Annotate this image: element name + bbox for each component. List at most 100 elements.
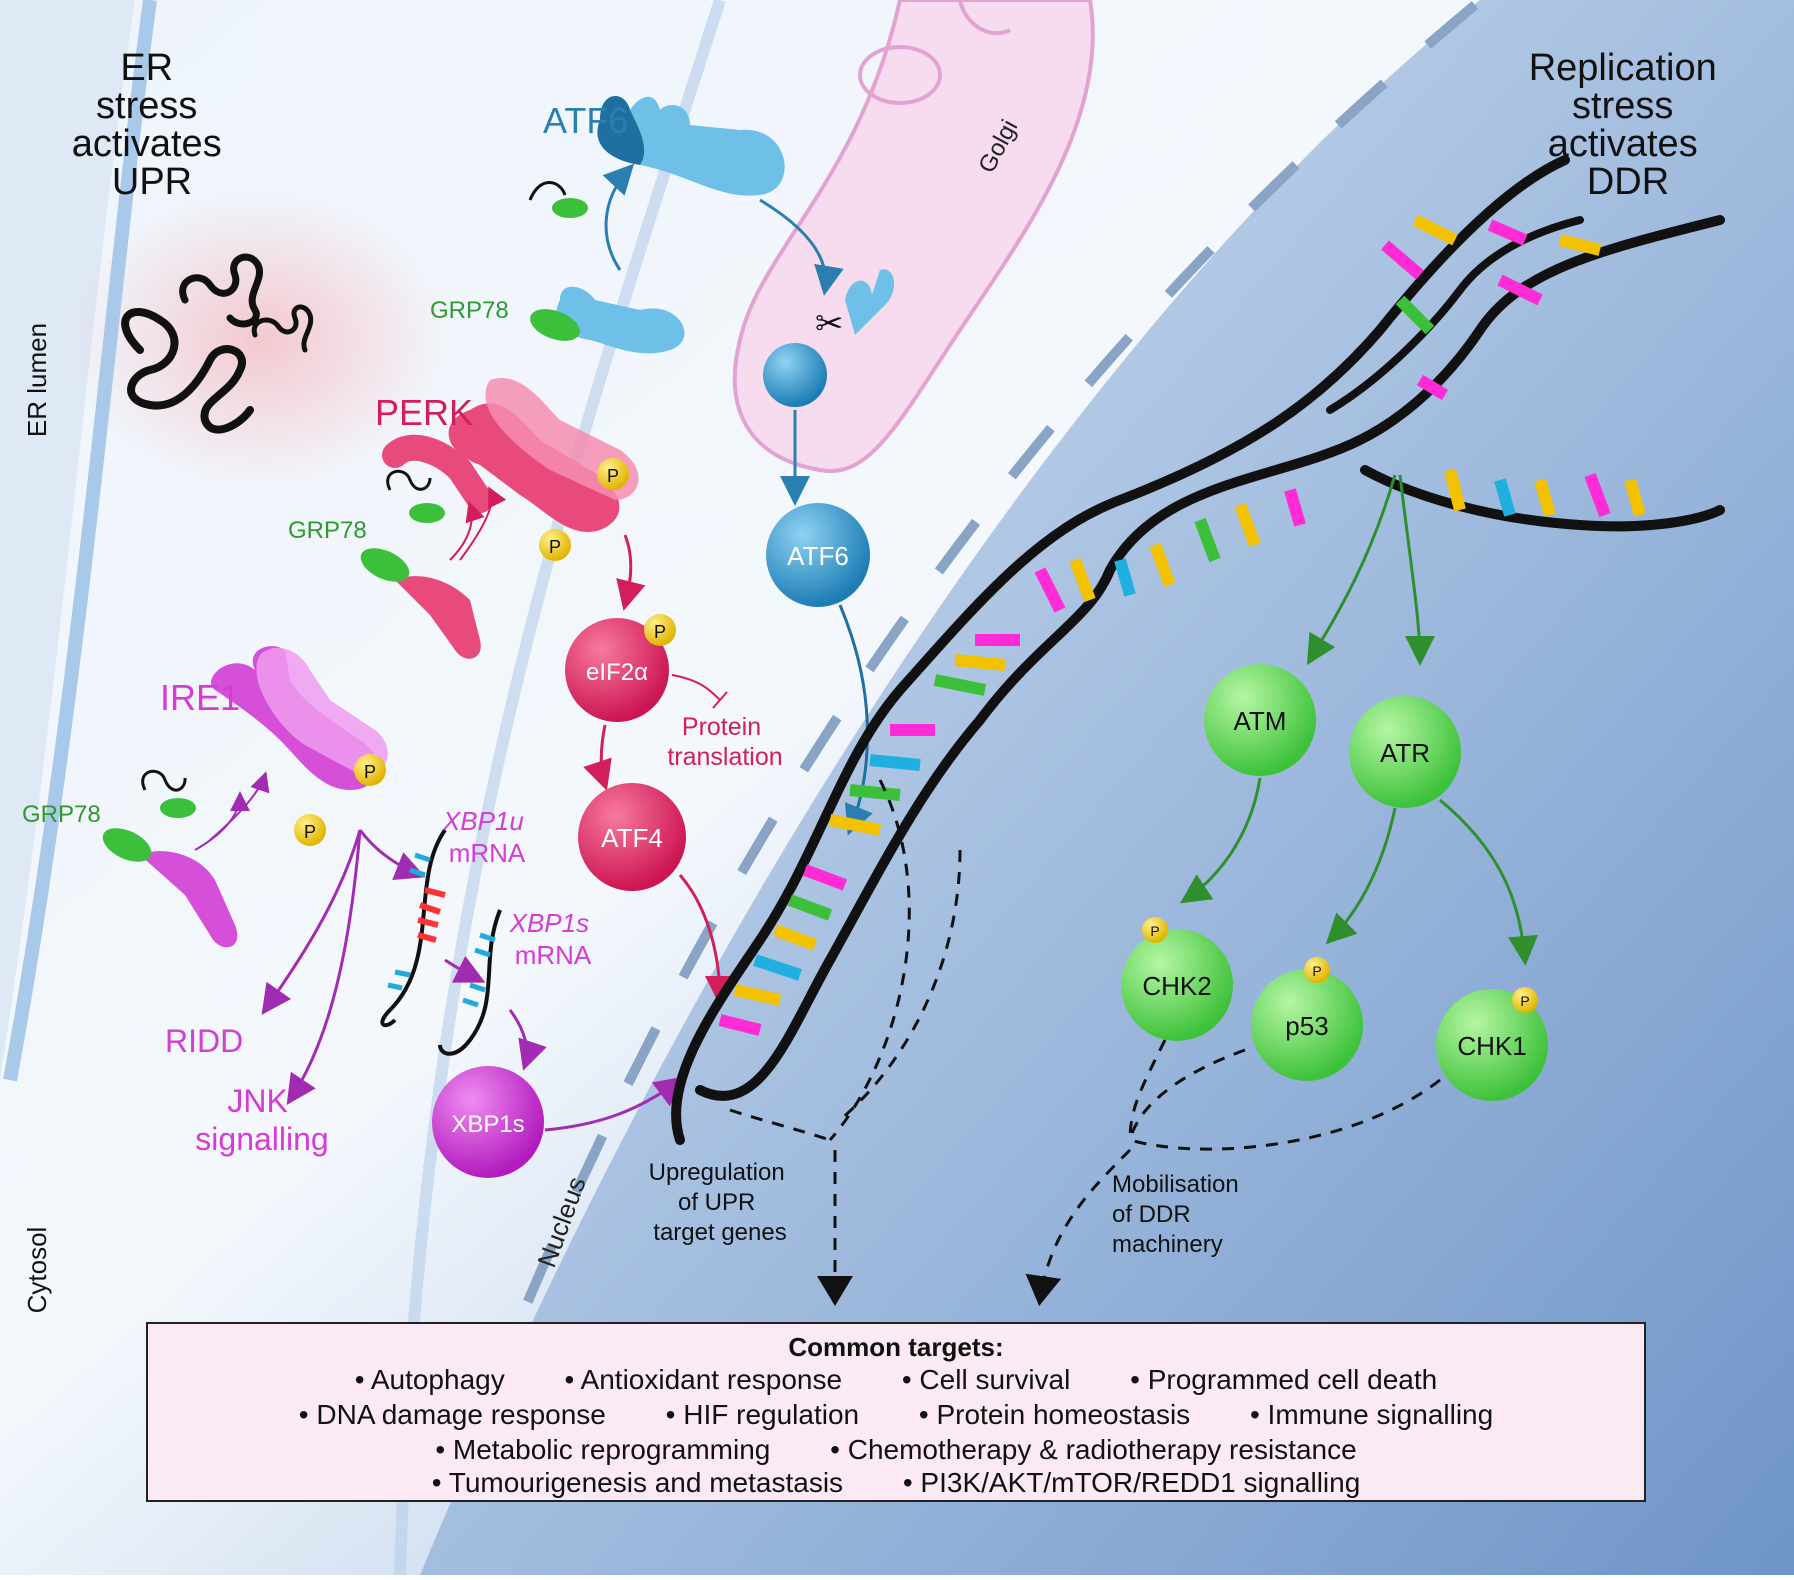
xbp1s-node xyxy=(432,1066,544,1178)
golgi-vesicle-top xyxy=(958,0,1011,36)
targets-line: • DNA damage response • HIF regulation •… xyxy=(148,1399,1644,1431)
arrow-ire1-to-jnk xyxy=(286,829,362,1105)
ridd-label: RIDD xyxy=(165,1023,243,1059)
target-item: • Tumourigenesis and metastasis xyxy=(431,1467,844,1498)
misfolded-protein-icon xyxy=(179,253,263,328)
targets-line: • Metabolic reprogramming • Chemotherapy… xyxy=(148,1434,1644,1466)
grp78-perk-label: GRP78 xyxy=(288,517,367,544)
arrow-perk-to-eif2a xyxy=(616,534,646,611)
p53-phospho-label: P xyxy=(1312,963,1321,979)
arrow-atf6-to-golgi xyxy=(759,198,844,296)
atr-node xyxy=(1349,696,1461,808)
inhibit-bar xyxy=(712,691,728,709)
perk-phospho-label: P xyxy=(549,537,561,557)
er-lumen-region xyxy=(0,0,135,1080)
eif2a-phospho-label: P xyxy=(654,622,666,642)
grp78-atf6-label: GRP78 xyxy=(430,297,509,324)
misfolded-protein-icon xyxy=(121,307,254,434)
atf6-receptor xyxy=(597,96,785,196)
golgi-vesicle xyxy=(858,45,942,105)
ire1-released-grp78 xyxy=(160,798,196,818)
dashed-dna-to-genes xyxy=(828,779,911,1141)
dna-strand-d xyxy=(1326,216,1584,414)
inhibit-line xyxy=(671,674,721,701)
ire1-receptor xyxy=(210,646,388,790)
dna-strand-a xyxy=(671,155,1570,1145)
arrow-perk-activation xyxy=(459,486,507,561)
ddr-heading: Replication stress activates DDR xyxy=(1529,47,1728,203)
chk1-phospho-label: P xyxy=(1520,993,1529,1009)
eif2a-label: eIF2α xyxy=(586,659,648,686)
perk-phospho-label: P xyxy=(607,466,619,486)
chk1-label: CHK1 xyxy=(1457,1031,1526,1061)
arrow-atm-to-chk2 xyxy=(1180,777,1262,904)
scissors-icon: ✂ xyxy=(815,305,844,343)
upregulation-label: Upregulation of UPR target genes xyxy=(649,1159,792,1246)
ire1-misfolded-icon xyxy=(141,769,187,792)
target-item: • HIF regulation xyxy=(665,1399,860,1430)
target-item: • Autophagy xyxy=(354,1364,505,1395)
perk-grp78-complex xyxy=(360,548,481,659)
p53-label: p53 xyxy=(1285,1011,1328,1041)
target-item: • DNA damage response xyxy=(298,1399,606,1430)
atm-node xyxy=(1204,664,1316,776)
arrow-xbp1u-to-xbp1s xyxy=(444,955,486,983)
ire1-label: IRE1 xyxy=(160,677,240,718)
arrow-atf4-to-dna xyxy=(678,874,735,1006)
arrow-dna-to-atm xyxy=(1306,474,1397,666)
arrow-eif2a-to-atf4 xyxy=(583,724,612,791)
chk2-label: CHK2 xyxy=(1142,971,1211,1001)
xbp1s-label: XBP1s xyxy=(451,1111,524,1138)
atf6-nuclear-label: ATF6 xyxy=(787,541,849,571)
perk-phospho-icon xyxy=(539,529,571,561)
target-item: • Antioxidant response xyxy=(564,1364,843,1395)
ire1-phospho-label: P xyxy=(364,762,376,782)
er-membrane xyxy=(3,0,157,1082)
ire1-phospho-icon xyxy=(294,814,326,846)
ire1-phospho-icon xyxy=(354,754,386,786)
xbp1u-intron xyxy=(417,887,446,943)
targets-line: • Tumourigenesis and metastasis • PI3K/A… xyxy=(148,1467,1644,1499)
chk1-node xyxy=(1436,989,1548,1101)
atf6-cleaved xyxy=(763,269,895,407)
atr-label: ATR xyxy=(1380,738,1430,768)
atf4-label: ATF4 xyxy=(601,823,663,853)
mobilisation-label: Mobilisation of DDR machinery xyxy=(1112,1171,1245,1258)
misfolded-protein-icon xyxy=(251,304,314,353)
chk2-node xyxy=(1121,929,1233,1041)
common-targets-title: Common targets: xyxy=(788,1332,1004,1362)
golgi-body xyxy=(732,0,1095,474)
arrow-dna-to-atr xyxy=(1398,474,1435,666)
arrow-xbp1s-mrna-to-protein xyxy=(508,1009,547,1071)
ire1-phospho-label: P xyxy=(304,822,316,842)
perk-released-grp78 xyxy=(409,503,445,523)
target-item: • PI3K/AKT/mTOR/REDD1 signalling xyxy=(902,1467,1361,1498)
atf6-nuclear-node xyxy=(766,503,870,607)
perk-phospho-icon xyxy=(597,458,629,490)
target-item: • Chemotherapy & radiotherapy resistance xyxy=(830,1434,1357,1465)
dashed-p53-to-machinery xyxy=(1128,1048,1246,1141)
chk1-phospho-icon xyxy=(1512,987,1538,1013)
dna-helix xyxy=(671,155,1725,1145)
eif2a-phospho-icon xyxy=(644,614,676,646)
er-membrane-outer xyxy=(394,0,726,1576)
atf4-node xyxy=(578,783,686,891)
arrow-perk-release xyxy=(449,501,485,561)
target-item: • Programmed cell death xyxy=(1130,1364,1438,1395)
arrow-ire1-activation xyxy=(209,771,270,841)
perk-label: PERK xyxy=(375,392,473,433)
chk2-phospho-icon xyxy=(1142,917,1168,943)
jnk-label: JNK signalling xyxy=(195,1083,328,1157)
dashed-chk1-to-machinery xyxy=(1129,1078,1441,1151)
atf6-label: ATF6 xyxy=(543,100,628,141)
eif2a-node xyxy=(565,618,669,722)
chk2-phospho-label: P xyxy=(1150,923,1159,939)
atm-label: ATM xyxy=(1234,706,1287,736)
arrow-atf6-release xyxy=(602,163,635,271)
arrow-atr-to-p53 xyxy=(1325,807,1397,945)
arrow-xbp1s-to-dna xyxy=(544,1076,685,1132)
targets-line: • Autophagy • Antioxidant response • Cel… xyxy=(148,1364,1644,1396)
p53-phospho-icon xyxy=(1304,957,1330,983)
